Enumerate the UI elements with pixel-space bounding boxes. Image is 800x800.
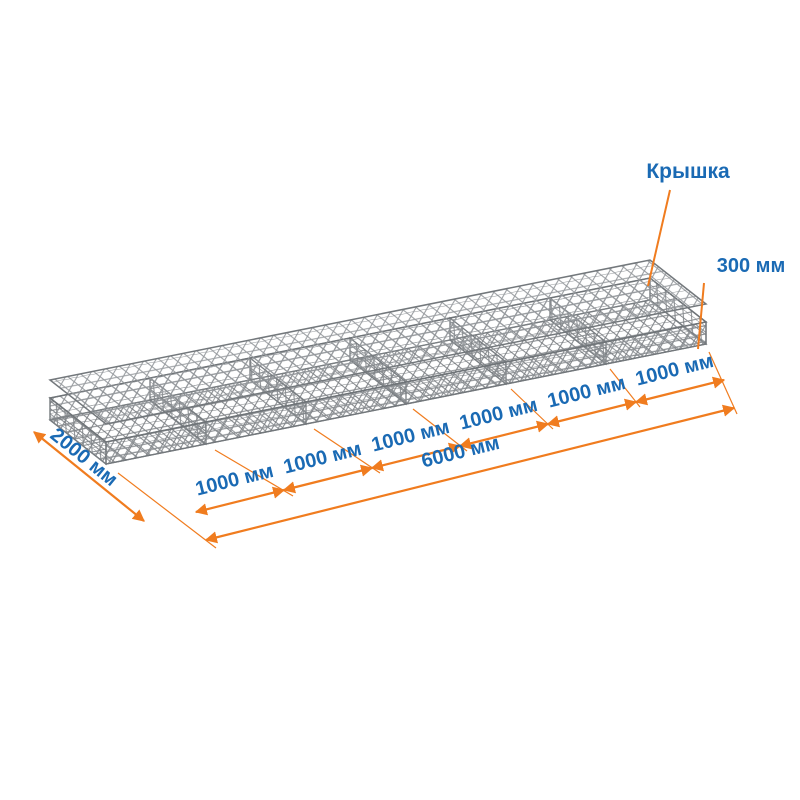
dimension-line-width [33, 431, 145, 522]
extension-line [117, 472, 217, 549]
gabion-lid [48, 259, 708, 425]
dimension-annotations [33, 189, 738, 549]
dimension-line-total-length [204, 404, 736, 544]
mesh-lid-panel [48, 259, 708, 425]
leader-line-cover [647, 189, 671, 287]
cover-label: Крышка [646, 160, 730, 183]
leader-line-height [697, 282, 705, 350]
dimension-line-segment [634, 376, 726, 406]
height-dimension-label: 300 мм [717, 255, 786, 277]
